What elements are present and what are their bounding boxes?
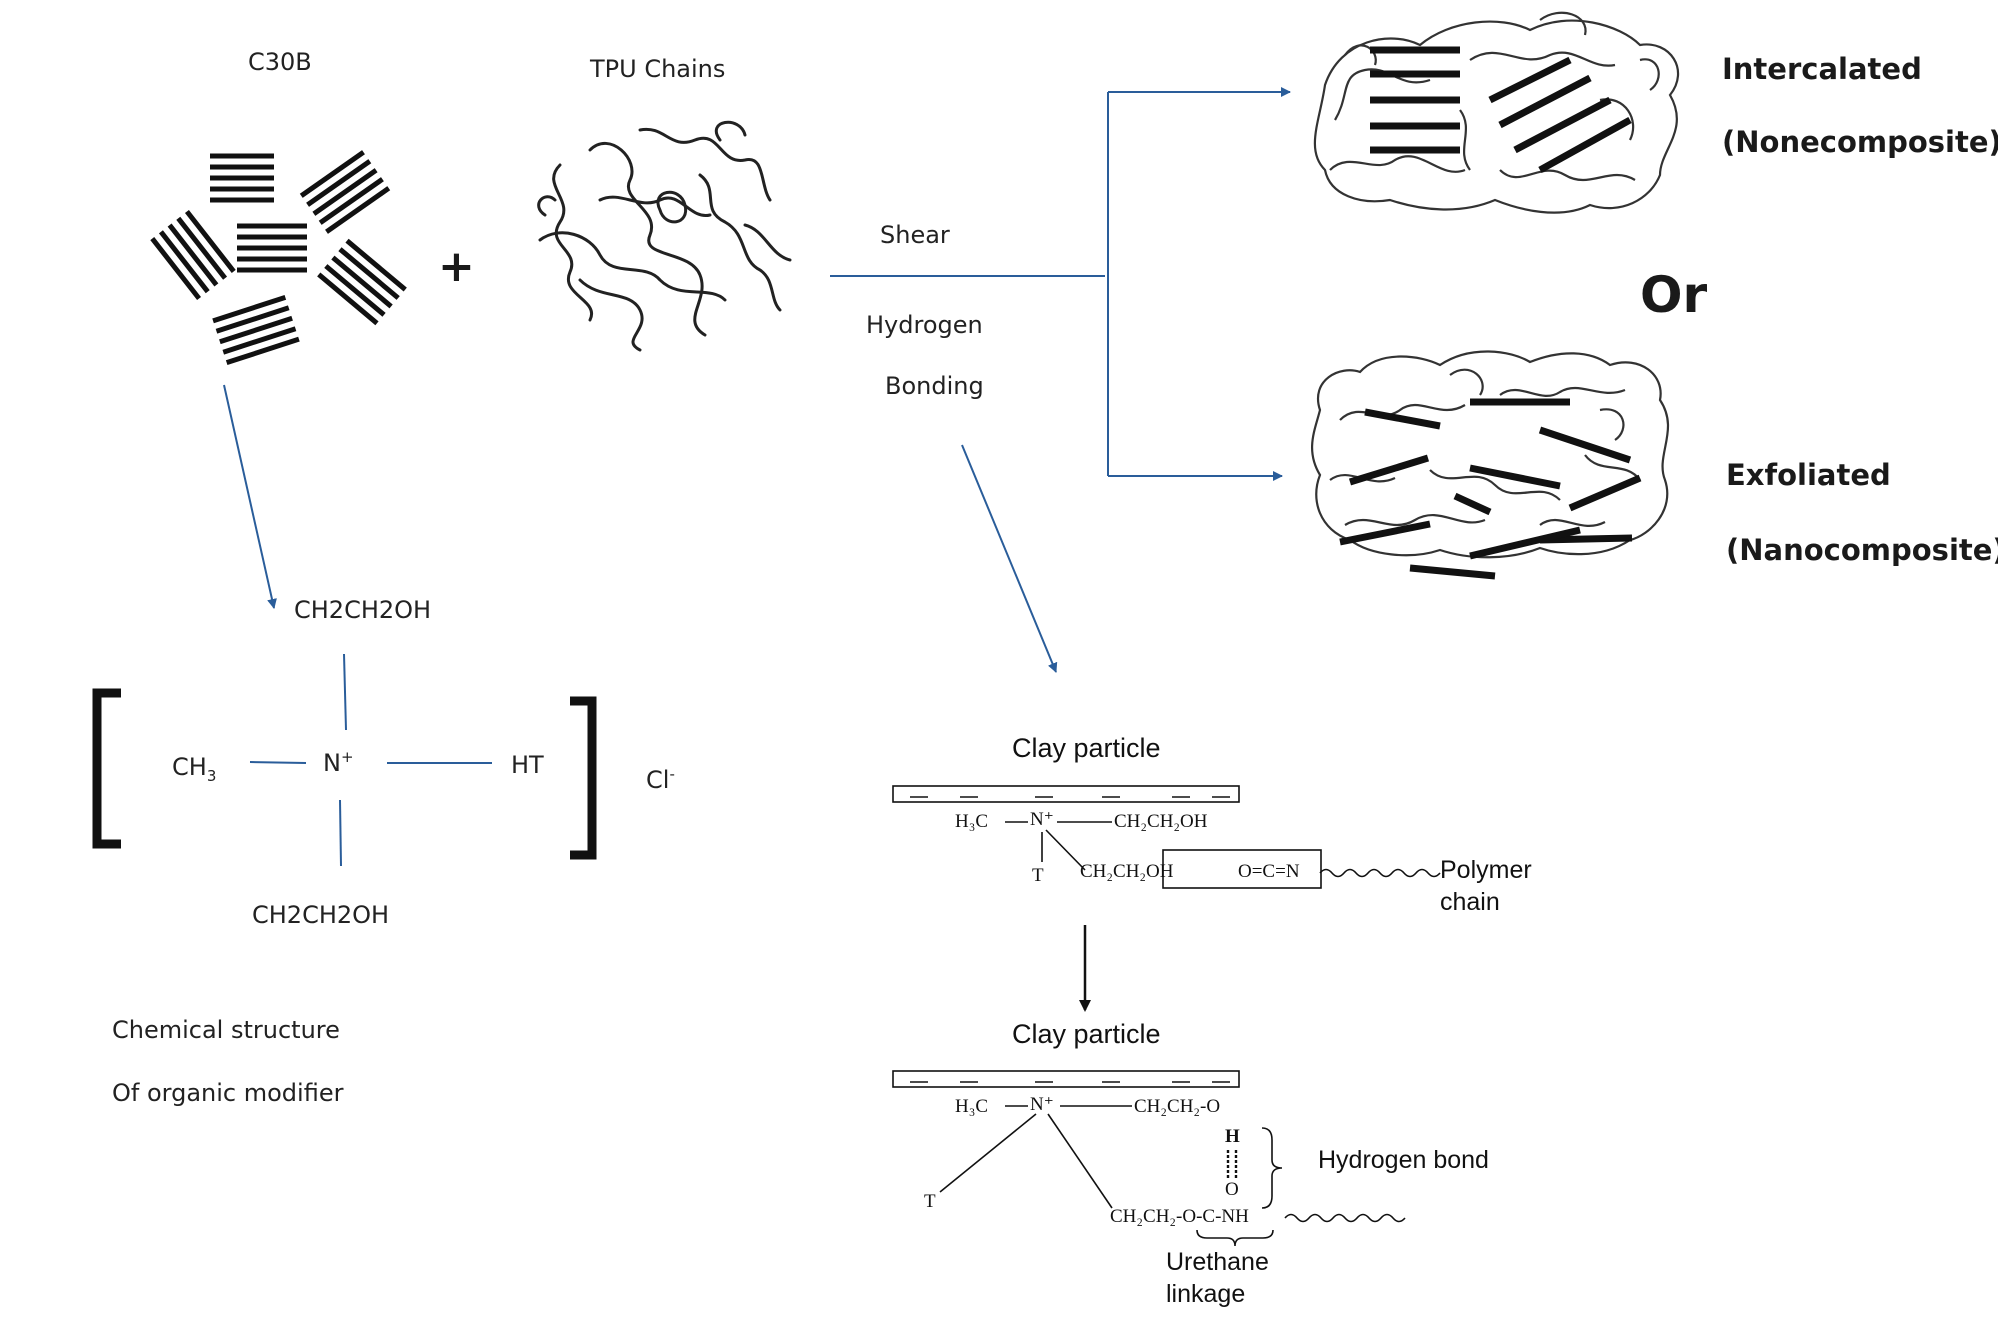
reactive-groups-box bbox=[1162, 849, 1322, 889]
clay-stack bbox=[210, 153, 274, 203]
or-label: Or bbox=[1640, 266, 1708, 324]
n-plus-label-1: N⁺ bbox=[1030, 809, 1054, 830]
modifier-caption-line1: Chemical structure bbox=[112, 1016, 340, 1044]
clay-stack bbox=[317, 238, 407, 326]
c30b-clay-stacks bbox=[150, 150, 407, 366]
modifier-counter-ion: Cl- bbox=[646, 765, 675, 794]
polymer-chain-wave-2 bbox=[1284, 1213, 1406, 1223]
clay-particle-label-2: Clay particle bbox=[1012, 1019, 1161, 1049]
linkage-label: linkage bbox=[1166, 1280, 1246, 1308]
h3c-label-1: H₃C bbox=[955, 811, 989, 832]
clay-stack bbox=[212, 294, 300, 366]
polymer-label: Polymer bbox=[1440, 856, 1532, 884]
modifier-bottom-group: CH2CH2OH bbox=[252, 901, 390, 929]
n-plus-label-2: N⁺ bbox=[1030, 1094, 1054, 1115]
tpu-chains-label: TPU Chains bbox=[590, 55, 726, 83]
polymer-chain-wave bbox=[1319, 868, 1441, 878]
clay-plate-2 bbox=[892, 1070, 1240, 1088]
clay-stack bbox=[150, 209, 236, 301]
o-atom-label: O bbox=[1225, 1179, 1239, 1200]
intercalated-label: Intercalated bbox=[1722, 52, 1922, 86]
ch2ch2o-label: CH₂CH₂-O bbox=[1134, 1096, 1221, 1117]
modifier-top-group: CH2CH2OH bbox=[294, 596, 432, 624]
exfoliated-sub-label: (Nanocomposite) bbox=[1726, 533, 1998, 567]
t-label-2: T bbox=[924, 1191, 936, 1212]
process-arrows bbox=[223, 87, 1291, 673]
c30b-label: C30B bbox=[248, 48, 312, 76]
modifier-caption-line2: Of organic modifier bbox=[112, 1079, 344, 1107]
plus-sign: + bbox=[438, 241, 475, 292]
clay-stack bbox=[299, 150, 391, 234]
tpu-chains-tangle bbox=[537, 120, 792, 352]
h-atom-label: H bbox=[1225, 1126, 1240, 1147]
intercalated-morphology bbox=[1313, 11, 1680, 214]
clay-plate-1 bbox=[892, 785, 1240, 803]
modifier-ht: HT bbox=[511, 751, 544, 779]
reaction-scheme-step-1 bbox=[892, 785, 1441, 889]
chain-label: chain bbox=[1440, 888, 1500, 916]
modifier-nitrogen: N+ bbox=[323, 748, 354, 777]
modifier-ch3: CH3 bbox=[172, 753, 217, 785]
hydrogen-label: Hydrogen bbox=[866, 311, 983, 339]
clay-stack bbox=[237, 223, 307, 273]
clay-particle-label-1: Clay particle bbox=[1012, 733, 1161, 763]
shear-label: Shear bbox=[880, 221, 950, 249]
intercalated-sub-label: (Nonecomposite) bbox=[1722, 125, 1998, 159]
urethane-brace bbox=[1196, 1229, 1274, 1247]
ch2ch2oh-label: CH₂CH₂OH bbox=[1114, 811, 1208, 832]
urethane-chain-label: CH₂CH₂-O-C-NH bbox=[1110, 1206, 1249, 1227]
hydrogen-bond-brace bbox=[1261, 1127, 1283, 1209]
h3c-label-2: H₃C bbox=[955, 1096, 989, 1117]
modifier-structure-bonds bbox=[249, 653, 492, 867]
hydrogen-bond-label: Hydrogen bond bbox=[1318, 1146, 1489, 1174]
ch2ch2oh-lower-label: CH₂CH₂OH bbox=[1080, 861, 1174, 882]
exfoliated-label: Exfoliated bbox=[1726, 458, 1891, 492]
isocyanate-label: O=C=N bbox=[1238, 861, 1300, 882]
urethane-label: Urethane bbox=[1166, 1248, 1269, 1276]
modifier-brackets bbox=[92, 688, 597, 860]
reaction-scheme-step-2 bbox=[892, 1070, 1406, 1247]
t-label-1: T bbox=[1032, 865, 1044, 886]
exfoliated-morphology bbox=[1311, 350, 1670, 580]
bonding-label: Bonding bbox=[885, 372, 984, 400]
